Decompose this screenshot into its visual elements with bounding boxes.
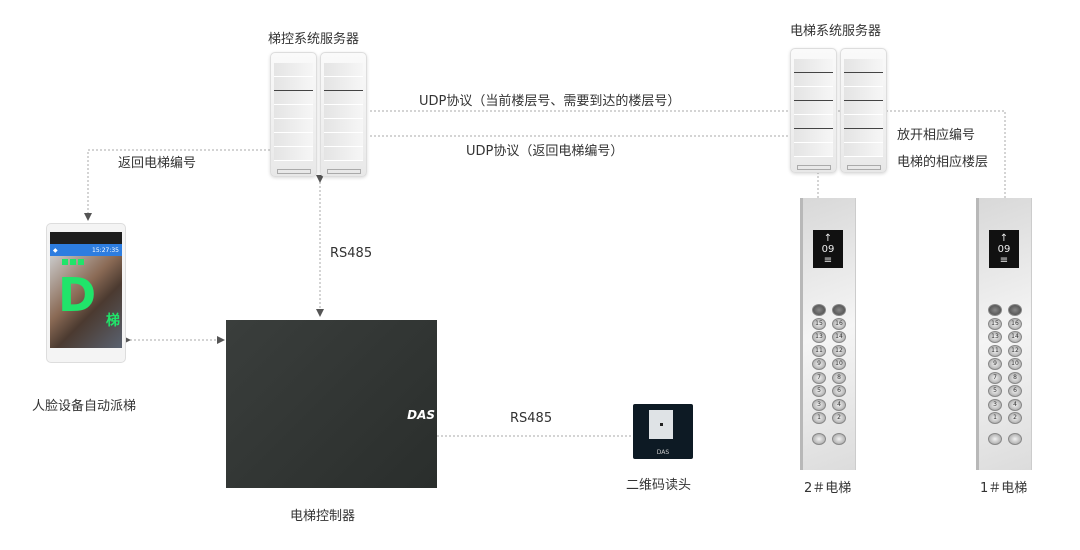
udp-return-label: UDP协议（返回电梯编号） bbox=[466, 144, 624, 159]
alarm-button-icon[interactable] bbox=[812, 304, 826, 316]
floor-display: ↑09≡ bbox=[813, 230, 843, 268]
open-floor-label-1: 放开相应编号 bbox=[897, 128, 976, 143]
controller-label: 电梯控制器 bbox=[290, 509, 356, 524]
screen-caption-mark bbox=[62, 259, 84, 265]
up-arrow-icon: ↑ bbox=[823, 233, 833, 244]
floor-button[interactable]: 12 bbox=[1008, 344, 1022, 357]
floor-button[interactable]: 1 bbox=[812, 412, 826, 424]
floor-button[interactable]: 13 bbox=[988, 331, 1002, 343]
floor-number: 09 bbox=[821, 244, 835, 255]
floor-button[interactable]: 4 bbox=[1008, 398, 1022, 411]
floor-button[interactable]: 1 bbox=[988, 412, 1002, 424]
das-logo: DAS bbox=[407, 408, 435, 422]
floor-button[interactable]: 7 bbox=[988, 371, 1002, 384]
floor-button[interactable]: 6 bbox=[1008, 385, 1022, 397]
floor-button[interactable]: 16 bbox=[832, 317, 846, 330]
spacer bbox=[812, 426, 846, 432]
spacer bbox=[988, 426, 1022, 432]
udp-request-label: UDP协议（当前楼层号、需要到达的楼层号） bbox=[419, 94, 681, 109]
floor-button[interactable]: 13 bbox=[812, 331, 826, 343]
qr-reader-logo: DAS bbox=[656, 449, 670, 456]
rs485-label-vertical: RS485 bbox=[330, 246, 373, 261]
floor-button[interactable]: 6 bbox=[832, 385, 846, 397]
rs485-label-horizontal: RS485 bbox=[510, 411, 553, 426]
status-icon: ≡ bbox=[999, 255, 1009, 266]
floor-button[interactable]: 5 bbox=[812, 385, 826, 397]
elevator-2-label: 2＃电梯 bbox=[804, 481, 852, 496]
app-logo-icon: ◆ bbox=[53, 246, 58, 254]
door-close-button-icon[interactable] bbox=[1008, 433, 1022, 445]
elevator-1-label: 1＃电梯 bbox=[980, 481, 1028, 496]
floor-button[interactable]: 5 bbox=[988, 385, 1002, 397]
screen-suffix: 梯 bbox=[106, 313, 120, 329]
status-icon: ≡ bbox=[823, 255, 833, 266]
door-open-button-icon[interactable] bbox=[988, 433, 1002, 445]
phone-button-icon[interactable] bbox=[832, 304, 846, 316]
udp-request-line bbox=[370, 110, 1006, 198]
return-number-line bbox=[84, 149, 270, 221]
ladder-server-label: 梯控系统服务器 bbox=[268, 32, 360, 47]
door-open-button-icon[interactable] bbox=[812, 433, 826, 445]
floor-button[interactable]: 7 bbox=[812, 371, 826, 384]
floor-button[interactable]: 11 bbox=[812, 344, 826, 357]
floor-button[interactable]: 9 bbox=[812, 358, 826, 370]
up-arrow-icon: ↑ bbox=[999, 233, 1009, 244]
face-photo: D 梯 bbox=[50, 256, 122, 348]
return-number-label: 返回电梯编号 bbox=[118, 156, 197, 171]
elevator-server bbox=[790, 48, 887, 173]
scan-window bbox=[649, 410, 673, 439]
ladder-server bbox=[270, 52, 367, 177]
floor-button[interactable]: 2 bbox=[1008, 412, 1022, 424]
floor-button[interactable]: 15 bbox=[988, 317, 1002, 330]
floor-button[interactable]: 3 bbox=[812, 398, 826, 411]
elevator-server-label: 电梯系统服务器 bbox=[790, 24, 882, 39]
face-device-label: 人脸设备自动派梯 bbox=[32, 399, 137, 414]
floor-button[interactable]: 14 bbox=[1008, 331, 1022, 343]
alarm-button-icon[interactable] bbox=[988, 304, 1002, 316]
floor-button[interactable]: 4 bbox=[832, 398, 846, 411]
floor-number: 09 bbox=[997, 244, 1011, 255]
floor-button[interactable]: 8 bbox=[1008, 371, 1022, 384]
floor-button[interactable]: 10 bbox=[1008, 358, 1022, 370]
door-close-button-icon[interactable] bbox=[832, 433, 846, 445]
floor-button[interactable]: 11 bbox=[988, 344, 1002, 357]
elevator-controller: DAS bbox=[226, 320, 437, 488]
qr-reader: DAS bbox=[633, 404, 693, 459]
screen-time: 15:27:35 bbox=[92, 246, 119, 254]
floor-button[interactable]: 9 bbox=[988, 358, 1002, 370]
face-recognition-device: ◆ 15:27:35 D 梯 bbox=[46, 223, 126, 363]
floor-button[interactable]: 15 bbox=[812, 317, 826, 330]
floor-button[interactable]: 2 bbox=[832, 412, 846, 424]
open-floor-label-2: 电梯的相应楼层 bbox=[897, 155, 989, 170]
floor-button[interactable]: 16 bbox=[1008, 317, 1022, 330]
floor-button[interactable]: 10 bbox=[832, 358, 846, 370]
floor-button[interactable]: 8 bbox=[832, 371, 846, 384]
floor-display: ↑09≡ bbox=[989, 230, 1019, 268]
floor-button[interactable]: 12 bbox=[832, 344, 846, 357]
screen-letter: D bbox=[58, 268, 97, 322]
phone-button-icon[interactable] bbox=[1008, 304, 1022, 316]
floor-button[interactable]: 14 bbox=[832, 331, 846, 343]
floor-button[interactable]: 3 bbox=[988, 398, 1002, 411]
qr-reader-label: 二维码读头 bbox=[626, 478, 692, 493]
